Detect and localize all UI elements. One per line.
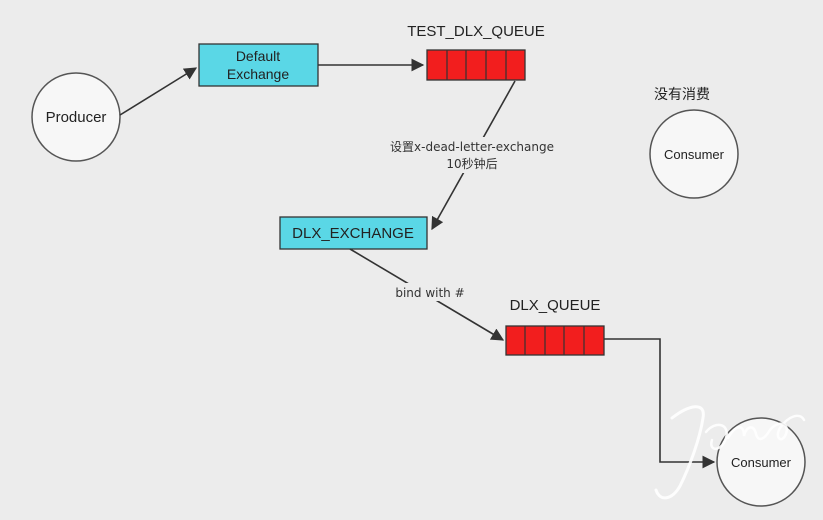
idle-consumer-note: 没有消费 [654,86,710,102]
bind-label-bg [389,283,471,301]
dlx-queue-title: DLX_QUEUE [510,297,601,314]
producer-label: Producer [46,109,107,126]
dlx-note-bg [376,137,568,173]
default-exchange-label-line1: Default [236,48,280,64]
dlx-queue[interactable] [505,325,605,356]
consumer-idle-node[interactable]: Consumer [649,109,739,199]
consumer-dlx-node[interactable]: Consumer [716,417,806,507]
test-queue-title: TEST_DLX_QUEUE [407,23,545,40]
producer-node[interactable]: Producer [31,72,121,162]
dlx-exchange-node[interactable]: DLX_EXCHANGE [279,216,428,250]
edge-producer-to-exchange [119,67,198,116]
dlx-note-line1: 设置x-dead-letter-exchange [390,140,554,154]
signature-watermark [654,405,806,500]
edge-dlx-queue-to-consumer [604,338,716,469]
dlx-note-line2: 10秒钟后 [446,156,497,171]
dlx-exchange-label: DLX_EXCHANGE [292,225,414,242]
consumer-idle-label: Consumer [664,147,725,162]
test-dlx-queue[interactable] [426,49,526,81]
default-exchange-label-line2: Exchange [227,66,289,82]
bind-label: bind with # [395,286,464,300]
default-exchange-node[interactable]: Default Exchange [198,43,319,87]
consumer-dlx-label: Consumer [731,455,792,470]
